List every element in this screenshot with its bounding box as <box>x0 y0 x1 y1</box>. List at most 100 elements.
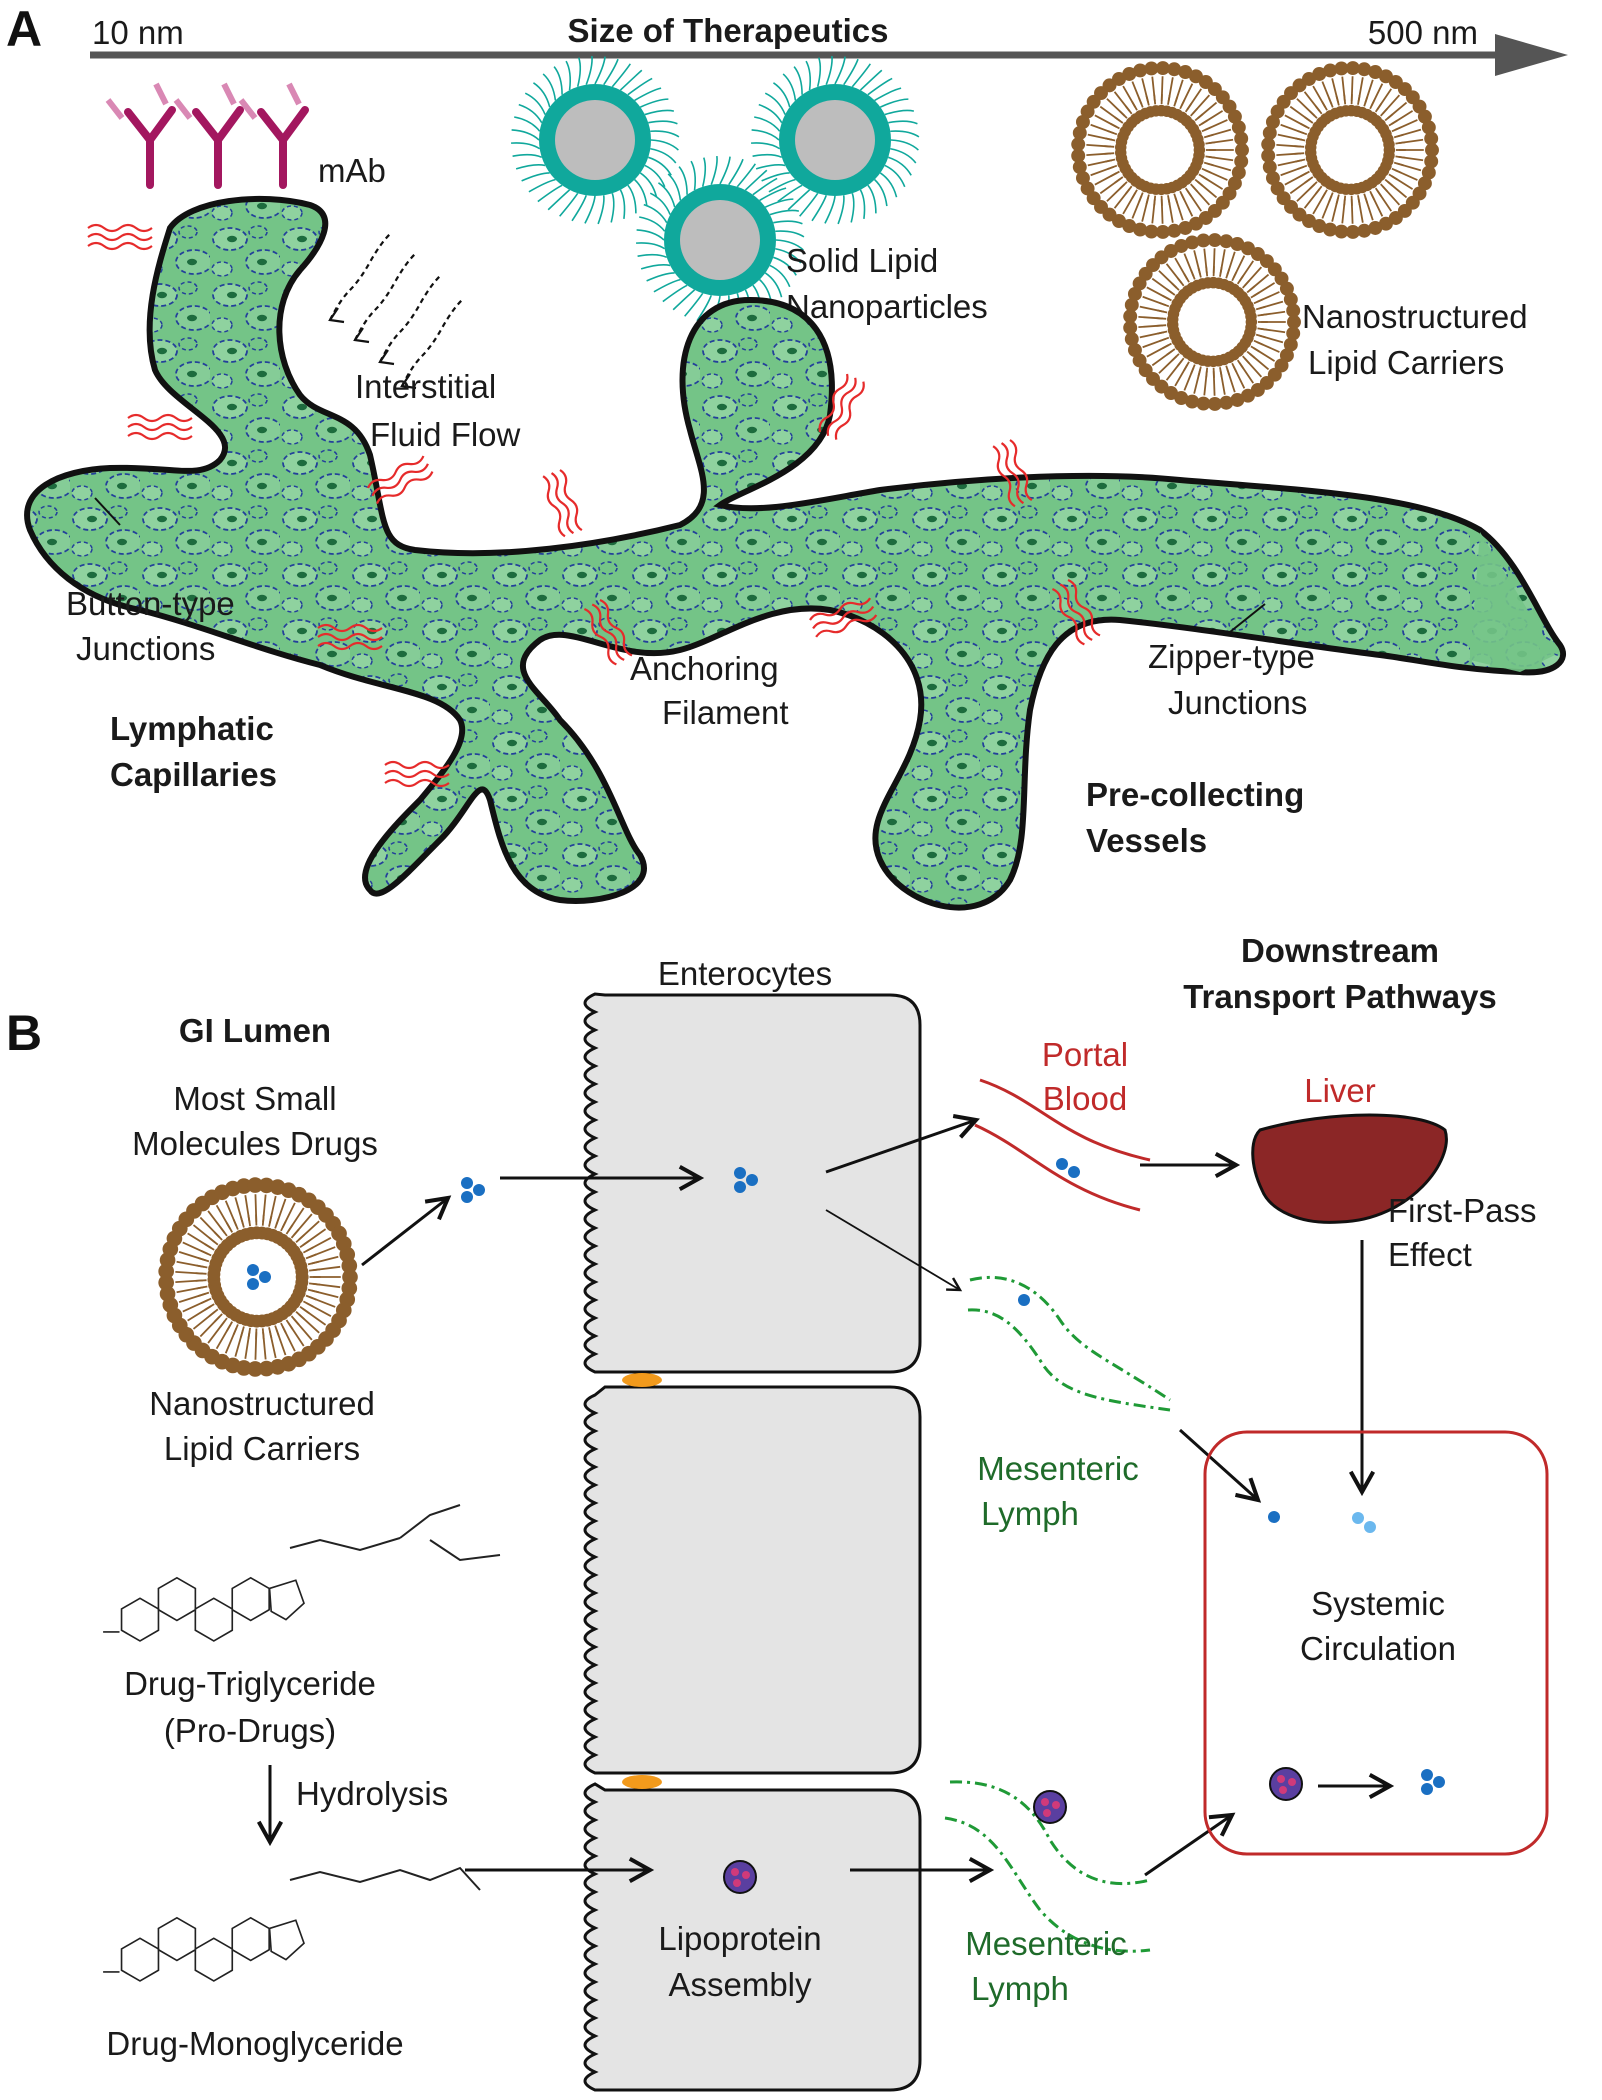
vessel-taper <box>1470 532 1555 672</box>
drug-dot <box>1364 1521 1376 1533</box>
flow-arrow <box>354 253 416 341</box>
released-drug-cluster <box>1421 1769 1445 1795</box>
anchoring-label-1: Anchoring <box>630 650 779 687</box>
portal-label-2: Blood <box>1043 1080 1127 1117</box>
sln-particle <box>636 155 805 325</box>
zipper-label-1: Zipper-type <box>1148 638 1315 675</box>
monoglyceride-structure <box>103 1866 481 1982</box>
nlc-particle-b <box>158 1177 358 1377</box>
anchoring-filament <box>583 598 633 666</box>
interstitial-label-1: Interstitial <box>355 368 496 405</box>
flow-arrowhead <box>328 307 345 324</box>
nlc-label-2: Lipid Carriers <box>1308 344 1504 381</box>
axis-right-label: 500 nm <box>1368 14 1478 51</box>
mesenteric-upper-label-1: Mesenteric <box>977 1450 1138 1487</box>
systemic-circulation-box <box>1203 1430 1549 1856</box>
anchoring-label-2: Filament <box>662 694 789 731</box>
panel-a-letter: A <box>6 1 42 57</box>
small-mol-label-1: Most Small <box>173 1080 336 1117</box>
anchoring-filament <box>127 413 193 441</box>
anchoring-filament <box>87 223 153 251</box>
nlc-release-arrow <box>361 1195 452 1267</box>
nlc-label-1: Nanostructured <box>1302 298 1528 335</box>
drug-dot <box>1056 1158 1068 1170</box>
lymphatic-label-2: Capillaries <box>110 756 277 793</box>
nanostructured-lipid-carriers <box>1071 61 1439 411</box>
nlc-particle <box>1123 233 1301 411</box>
to-portal-arrow <box>825 1114 980 1174</box>
systemic-label-2: Circulation <box>1300 1630 1456 1667</box>
drug-cluster <box>734 1167 758 1193</box>
lipoprotein-label-2: Assembly <box>668 1966 812 2003</box>
sln-label-1: Solid Lipid <box>786 242 938 279</box>
gi-lumen-label: GI Lumen <box>179 1012 331 1049</box>
nlc-b-label-1: Nanostructured <box>149 1385 375 1422</box>
nlc-particle <box>1071 61 1249 239</box>
lipoprotein <box>1269 1767 1303 1801</box>
sln-particle <box>751 55 920 225</box>
drug-dot <box>1018 1294 1030 1306</box>
lipoprotein <box>723 1860 757 1894</box>
lipoprotein <box>1033 1790 1067 1824</box>
liver-shape <box>1251 1113 1448 1224</box>
anchoring-filament <box>1051 578 1101 646</box>
lipoprotein-label-1: Lipoprotein <box>658 1920 821 1957</box>
precollecting-label-2: Vessels <box>1086 822 1207 859</box>
portal-vessel-top <box>979 1078 1151 1162</box>
tight-junction <box>622 1373 662 1387</box>
prodrug-label-2: (Pro-Drugs) <box>164 1712 336 1749</box>
sln-particle <box>511 55 680 225</box>
tight-junction <box>622 1775 662 1789</box>
mab-label: mAb <box>318 152 386 189</box>
mab-icon <box>105 82 176 189</box>
triglyceride-prodrug-structure <box>103 1504 501 1642</box>
mesenteric-lower-label-2: Lymph <box>971 1970 1069 2007</box>
flow-arrowhead <box>353 327 370 344</box>
systemic-label-1: Systemic <box>1311 1585 1445 1622</box>
size-axis-arrowhead <box>1495 34 1568 76</box>
anchoring-filament <box>809 597 878 638</box>
drug-dot <box>1068 1166 1080 1178</box>
panel-b-letter: B <box>6 1005 42 1061</box>
downstream-label-2: Transport Pathways <box>1183 978 1497 1015</box>
zipper-junction-pointer <box>1229 603 1266 633</box>
anchoring-filament <box>542 469 583 538</box>
mab-icon <box>173 82 244 189</box>
anchoring-filaments <box>87 223 1101 788</box>
anchoring-filament <box>818 373 865 440</box>
flow-arrowhead <box>378 349 395 366</box>
button-junction-pointer <box>94 497 121 526</box>
button-label-2: Junctions <box>76 630 215 667</box>
drug-cluster <box>461 1177 485 1203</box>
enterocyte <box>583 1385 922 1775</box>
anchoring-filament <box>992 439 1033 508</box>
anchoring-filament <box>384 760 450 788</box>
monoglyceride-label: Drug-Monoglyceride <box>106 2025 403 2062</box>
nlc-with-drug <box>158 1177 358 1377</box>
lymphatic-label-1: Lymphatic <box>110 710 274 747</box>
nlc-b-label-2: Lipid Carriers <box>164 1430 360 1467</box>
mab-icons <box>105 82 309 189</box>
to-lymph-arrow <box>825 1209 963 1292</box>
lymph-to-systemic-arrow <box>1178 1428 1262 1503</box>
steroid-skeleton <box>103 1916 305 1982</box>
first-pass-label-1: First-Pass <box>1388 1192 1537 1229</box>
flow-arrow <box>401 299 463 387</box>
lower-lymph-vessel-top <box>949 1780 1151 1886</box>
axis-title: Size of Therapeutics <box>568 12 889 49</box>
prodrug-label-1: Drug-Triglyceride <box>124 1665 376 1702</box>
drug-dot <box>1352 1512 1364 1524</box>
drug-cluster-in-nlc <box>247 1264 271 1290</box>
lower-lymph-to-systemic-arrow <box>1144 1812 1236 1877</box>
small-mol-label-2: Molecules Drugs <box>132 1125 378 1162</box>
lower-lymph-vessel-bottom <box>944 1816 1151 1953</box>
enterocyte <box>583 1782 922 2092</box>
flow-arrow <box>329 233 391 321</box>
downstream-label-1: Downstream <box>1241 932 1439 969</box>
flow-arrowhead <box>400 373 417 390</box>
hydrolysis-label: Hydrolysis <box>296 1775 448 1812</box>
anchoring-filament <box>317 623 383 651</box>
portal-vessel-bottom <box>974 1123 1141 1212</box>
lymphatic-vessel-network <box>24 195 1566 911</box>
